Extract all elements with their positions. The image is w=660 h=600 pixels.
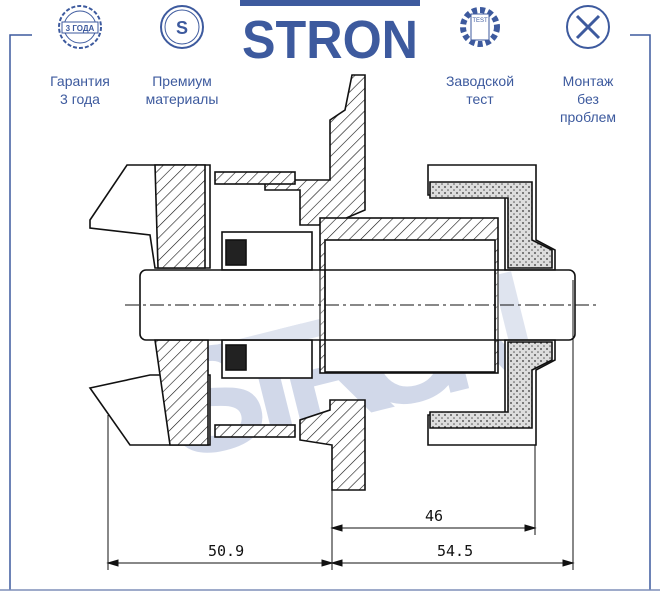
dimension-right-hub: 46 [425,507,443,525]
pump-parts [88,74,576,491]
pump-body [264,74,366,226]
dimension-left-overall: 50.9 [208,542,244,560]
badge-label: материалы [145,91,219,107]
factory-test-gear-icon: TEST [460,7,500,47]
badge-label: 3 года [60,91,100,107]
svg-text:3 ГОДА: 3 ГОДА [66,24,95,33]
badge-label: Гарантия [50,73,110,89]
badge-installation: Монтаж без проблем [548,2,628,126]
badge-factory-test: TEST Заводской тест [440,2,520,108]
premium-s-icon: S [160,5,204,49]
dimension-lines [106,280,575,570]
warranty-stamp-icon: 3 ГОДА [58,5,102,49]
badge-label: без проблем [559,91,617,125]
badge-label: Премиум [152,73,212,89]
dimension-right-overall: 54.5 [437,542,473,560]
svg-text:STRON: STRON [242,10,418,62]
badge-label: тест [466,91,494,107]
tools-icon [566,5,610,49]
stron-logo: STRON [240,0,420,62]
bearing [324,239,496,373]
badge-label: Заводской [445,73,515,89]
frame-bracket [0,34,660,591]
badge-premium: S Премиум материалы [142,2,222,108]
badge-warranty: 3 ГОДА Гарантия 3 года [40,2,120,108]
svg-text:TEST: TEST [472,18,488,24]
svg-text:S: S [176,18,188,38]
badge-label: Монтаж [562,73,614,89]
